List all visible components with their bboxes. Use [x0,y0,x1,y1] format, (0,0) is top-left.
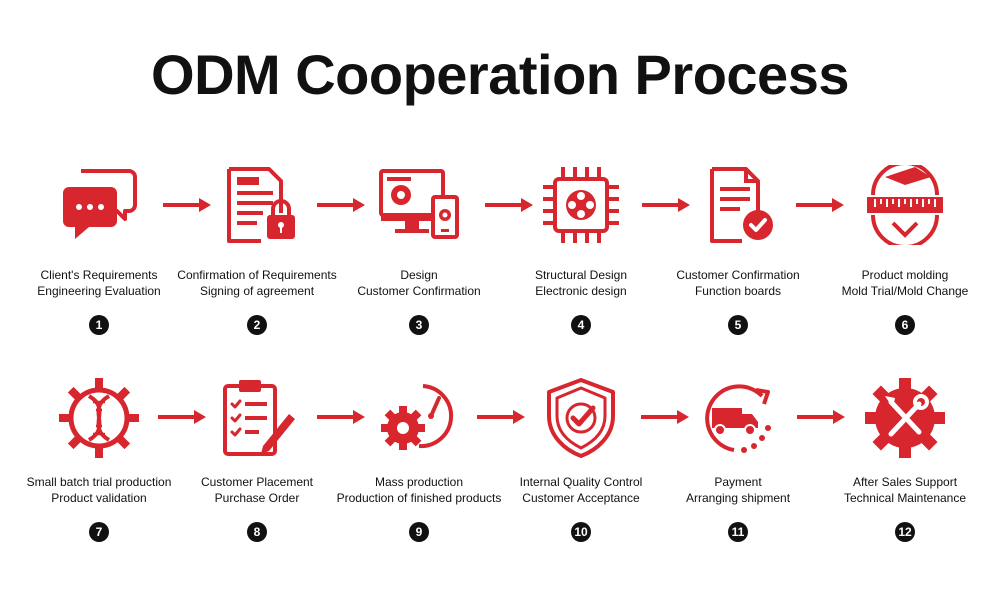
arrow-icon [163,198,211,212]
step-12-number: 12 [895,522,915,542]
step-11-label: Payment Arranging shipment [685,475,791,505]
clipboard-checklist-icon [217,378,297,458]
step-3-label: Design Customer Confirmation [357,268,481,298]
arrow-icon [642,198,690,212]
step-9-label: Mass production Production of finished p… [336,475,502,505]
arrow-icon [485,198,533,212]
arrow-icon [158,410,206,424]
step-7-number: 7 [89,522,109,542]
step-4-label: Structural Design Electronic design [534,268,628,298]
truck-cycle-icon [698,378,778,458]
step-8-number: 8 [247,522,267,542]
page-title: ODM Cooperation Process [151,43,849,106]
step-1-number: 1 [89,315,109,335]
step-2-label: Confirmation of Requirements Signing of … [177,268,337,298]
step-9-number: 9 [409,522,429,542]
arrow-icon [477,410,525,424]
arrow-icon [317,198,365,212]
chip-icon [541,165,621,245]
dna-gear-icon [59,378,139,458]
step-7-label: Small batch trial production Product val… [26,475,172,505]
arrow-icon [797,410,845,424]
step-5-number: 5 [728,315,748,335]
arrow-icon [317,410,365,424]
step-8-label: Customer Placement Purchase Order [200,475,314,505]
mold-ruler-icon [865,165,945,245]
step-3-number: 3 [409,315,429,335]
step-10-label: Internal Quality Control Customer Accept… [519,475,643,505]
chat-bubbles-icon [59,165,139,245]
step-6-label: Product molding Mold Trial/Mold Change [841,268,969,298]
document-check-icon [698,165,778,245]
document-lock-icon [217,165,297,245]
monitor-design-icon [379,165,459,245]
step-10-number: 10 [571,522,591,542]
step-1-label: Client's Requirements Engineering Evalua… [37,268,161,298]
step-6-number: 6 [895,315,915,335]
shield-check-icon [541,378,621,458]
step-12-label: After Sales Support Technical Maintenanc… [843,475,967,505]
step-2-number: 2 [247,315,267,335]
gear-tools-icon [865,378,945,458]
gears-gauge-icon [379,378,459,458]
step-11-number: 11 [728,522,748,542]
step-5-label: Customer Confirmation Function boards [676,268,800,298]
arrow-icon [641,410,689,424]
arrow-icon [796,198,844,212]
step-4-number: 4 [571,315,591,335]
